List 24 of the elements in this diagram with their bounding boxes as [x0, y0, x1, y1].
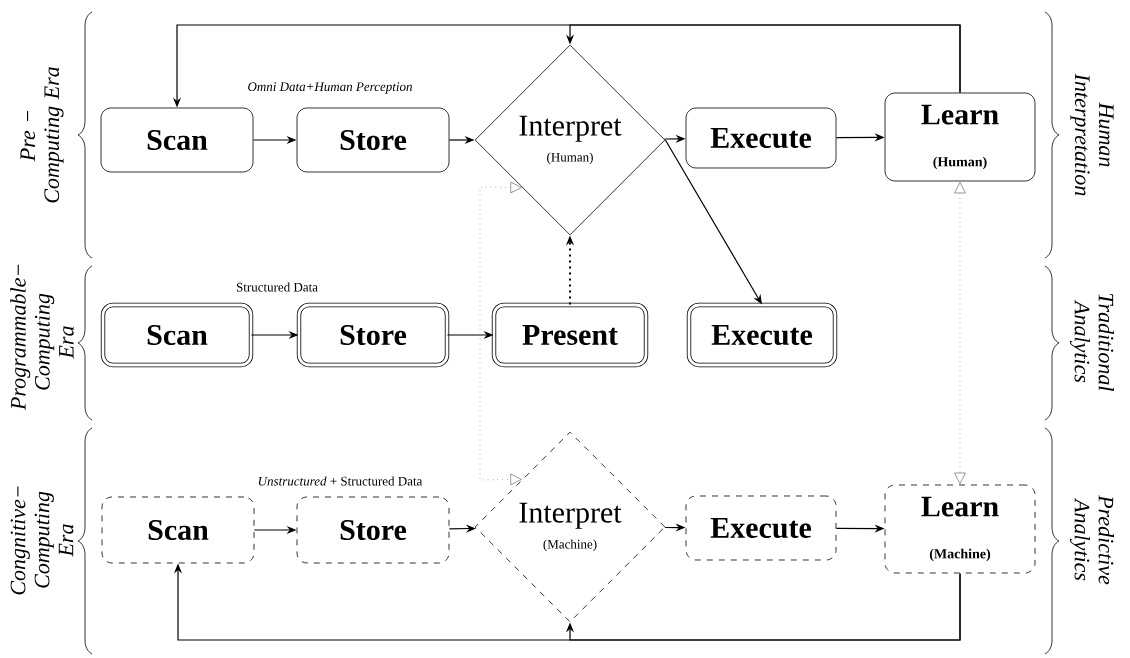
process-box: Present	[491, 302, 649, 368]
process-box: Scan	[101, 496, 255, 564]
analytics-label: Predictive Analytics	[1070, 495, 1114, 585]
process-box: Learn (Human)	[884, 92, 1036, 182]
arrow	[565, 572, 961, 641]
process-box: Store	[296, 302, 450, 368]
process-box: Execute	[685, 107, 837, 169]
process-box: Learn (Machine)	[884, 484, 1036, 574]
era-label: Pre − Computing Era	[20, 67, 64, 203]
annotation-text: Unstructured + Structured Data	[258, 476, 423, 486]
arrow	[954, 181, 966, 485]
process-box: Store	[296, 496, 450, 564]
analytics-label: Human Interpretation	[1070, 73, 1114, 196]
process-box: Store	[296, 107, 450, 173]
process-box: Execute	[686, 302, 838, 368]
process-box: Scan	[100, 107, 254, 173]
annotation-text: Structured Data	[236, 282, 318, 292]
process-box: Execute	[685, 495, 837, 561]
annotation-text: Omni Data+Human Perception	[248, 82, 412, 94]
analytics-label: Traditional Analytics	[1070, 293, 1114, 391]
era-label: Congnitive− Computing Era	[10, 486, 74, 595]
era-label: Programmable− Computing Era	[10, 264, 74, 411]
process-box: Scan	[100, 302, 254, 368]
arrow	[479, 181, 522, 486]
